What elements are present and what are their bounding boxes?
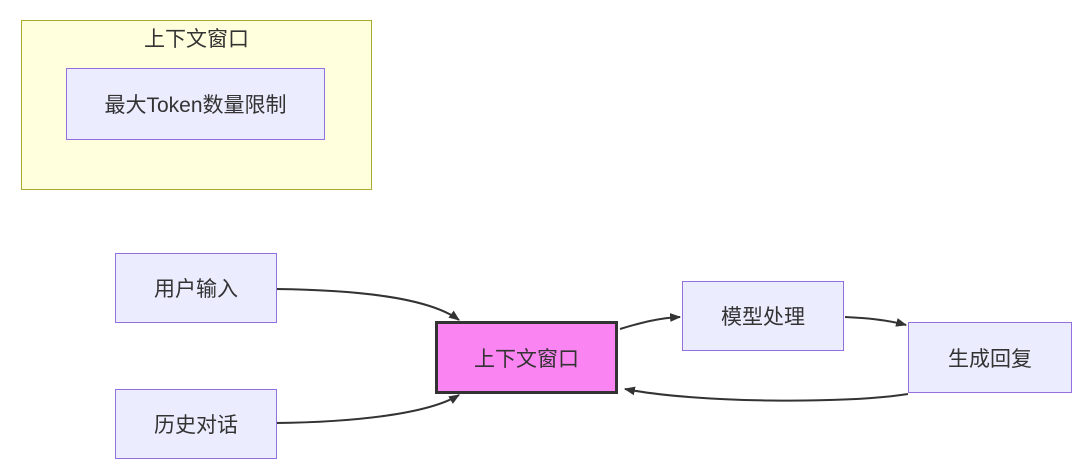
node-user-input: 用户输入 — [115, 253, 277, 323]
node-max-token-limit: 最大Token数量限制 — [66, 68, 325, 140]
edge-history-to-context — [275, 394, 460, 424]
edge-user-to-context — [275, 288, 460, 321]
edge-reply-to-context — [623, 386, 909, 402]
node-generate-reply: 生成回复 — [908, 322, 1072, 393]
edge-context-to-model — [619, 313, 682, 330]
node-context-window: 上下文窗口 — [435, 321, 618, 394]
node-history-dialog: 历史对话 — [115, 389, 277, 459]
node-model-processing: 模型处理 — [682, 281, 844, 351]
edge-model-to-reply — [844, 316, 908, 327]
cluster-title: 上下文窗口 — [144, 28, 249, 51]
